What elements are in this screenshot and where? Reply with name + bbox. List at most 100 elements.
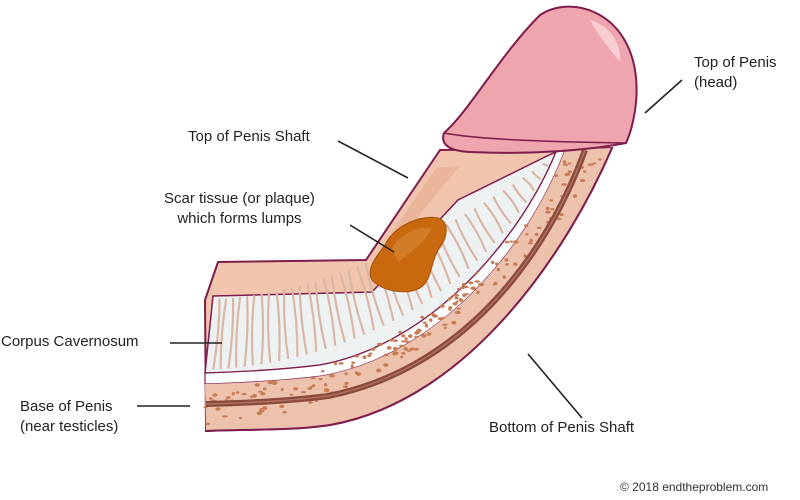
tissue-spot xyxy=(442,323,448,326)
tissue-striation xyxy=(250,295,256,366)
tissue-spot xyxy=(439,304,445,308)
label-scar-tissue: Scar tissue (or plaque) which forms lump… xyxy=(164,189,315,229)
tissue-spot xyxy=(310,377,316,380)
tissue-spot xyxy=(429,313,436,316)
tissue-striation xyxy=(521,176,535,192)
tissue-spot xyxy=(475,271,479,275)
tissue-spot xyxy=(545,210,551,214)
tissue-striation xyxy=(464,213,488,253)
tissue-spot xyxy=(562,160,567,164)
tissue-spot xyxy=(241,392,247,396)
tissue-spot xyxy=(447,298,451,301)
tissue-spot xyxy=(458,298,464,302)
glans-head xyxy=(442,5,638,154)
tissue-striation xyxy=(227,297,235,369)
shaft-bottom-outline xyxy=(205,147,613,432)
tissue-spot xyxy=(401,334,406,338)
tissue-spot xyxy=(416,328,422,333)
tissue-spot xyxy=(524,224,529,228)
tissue-spot xyxy=(454,310,461,315)
tissue-spot xyxy=(554,174,559,177)
tissue-spot xyxy=(513,240,519,244)
tissue-spot xyxy=(456,307,461,310)
tissue-spot xyxy=(301,391,306,394)
tissue-spot xyxy=(492,283,497,286)
tissue-spot xyxy=(420,315,425,319)
tissue-spot xyxy=(343,385,349,389)
leader-bottom-shaft xyxy=(527,353,583,419)
tissue-spot xyxy=(406,349,412,352)
label-corpus-cavernosum: Corpus Cavernosum xyxy=(1,333,139,350)
tissue-spot xyxy=(495,262,498,266)
tissue-spot xyxy=(562,163,569,166)
tissue-spot xyxy=(344,372,348,376)
leader-scar xyxy=(349,224,395,253)
tissue-spot xyxy=(321,370,325,373)
tissue-spot xyxy=(258,390,263,393)
tissue-striation xyxy=(339,272,356,339)
tissue-spot xyxy=(398,330,403,334)
tissue-spot xyxy=(509,240,514,243)
tissue-spot xyxy=(587,163,594,166)
tissue-spot xyxy=(370,347,376,351)
tissue-spot xyxy=(453,293,460,297)
urethra-line-inner xyxy=(205,149,586,405)
tissue-spot xyxy=(309,385,313,388)
tissue-spot xyxy=(279,404,285,408)
tissue-striation xyxy=(306,283,318,352)
spongy-tissue-spots xyxy=(203,158,602,426)
tissue-spot xyxy=(597,158,602,161)
label-bottom-of-penis-shaft: Bottom of Penis Shaft xyxy=(489,419,635,436)
tissue-spot xyxy=(221,415,228,418)
tissue-striation xyxy=(314,280,327,350)
tissue-spot xyxy=(414,335,418,338)
tissue-spot xyxy=(426,332,432,336)
label-top-of-penis-shaft: Top of Penis Shaft xyxy=(188,128,310,145)
tissue-spot xyxy=(386,346,392,350)
tissue-striation xyxy=(212,298,221,370)
tissue-spot xyxy=(564,172,571,177)
label-top-of-penis-head: Top of Penis (head) xyxy=(694,53,777,93)
tissue-spot xyxy=(267,380,274,385)
tissue-spot xyxy=(205,422,211,426)
glans-rim xyxy=(443,132,627,144)
tissue-striation xyxy=(322,278,337,346)
cavernosum-tissue-lines xyxy=(212,163,549,370)
tissue-spot xyxy=(231,392,235,396)
tissue-spot xyxy=(437,317,443,320)
tissue-spot xyxy=(368,352,373,355)
label-scar-line2: which forms lumps xyxy=(177,210,302,227)
tissue-spot xyxy=(573,194,578,198)
tissue-spot xyxy=(461,283,466,287)
tissue-spot xyxy=(579,178,586,183)
tissue-spot xyxy=(452,302,458,306)
tissue-spot xyxy=(545,206,550,211)
tissue-spot xyxy=(502,275,507,279)
tissue-spot xyxy=(262,387,267,391)
tissue-spot xyxy=(389,339,394,342)
tissue-striation xyxy=(347,269,366,335)
tissue-spot xyxy=(338,362,344,365)
tissue-spot xyxy=(236,391,240,394)
tissue-spot xyxy=(529,238,533,243)
tissue-striation xyxy=(235,296,242,368)
tissue-striation xyxy=(502,189,520,214)
label-top-head-line1: Top of Penis xyxy=(694,54,777,71)
tissue-spot xyxy=(457,287,460,291)
tissue-striation xyxy=(531,170,542,181)
tissue-spot xyxy=(513,262,518,266)
tissue-striation xyxy=(219,298,228,370)
tissue-spot xyxy=(215,407,221,411)
tissue-spot xyxy=(226,396,231,400)
tissue-spot xyxy=(470,286,476,291)
tissue-spot xyxy=(256,411,263,416)
tissue-spot xyxy=(400,355,404,359)
tissue-spot xyxy=(523,254,527,258)
tissue-spot xyxy=(404,340,410,343)
tissue-spot xyxy=(394,347,398,351)
tissue-striation xyxy=(541,163,549,167)
leader-top-shaft xyxy=(337,140,409,179)
tissue-spot xyxy=(549,199,554,202)
tissue-spot xyxy=(421,333,427,338)
tissue-striation xyxy=(330,275,346,343)
